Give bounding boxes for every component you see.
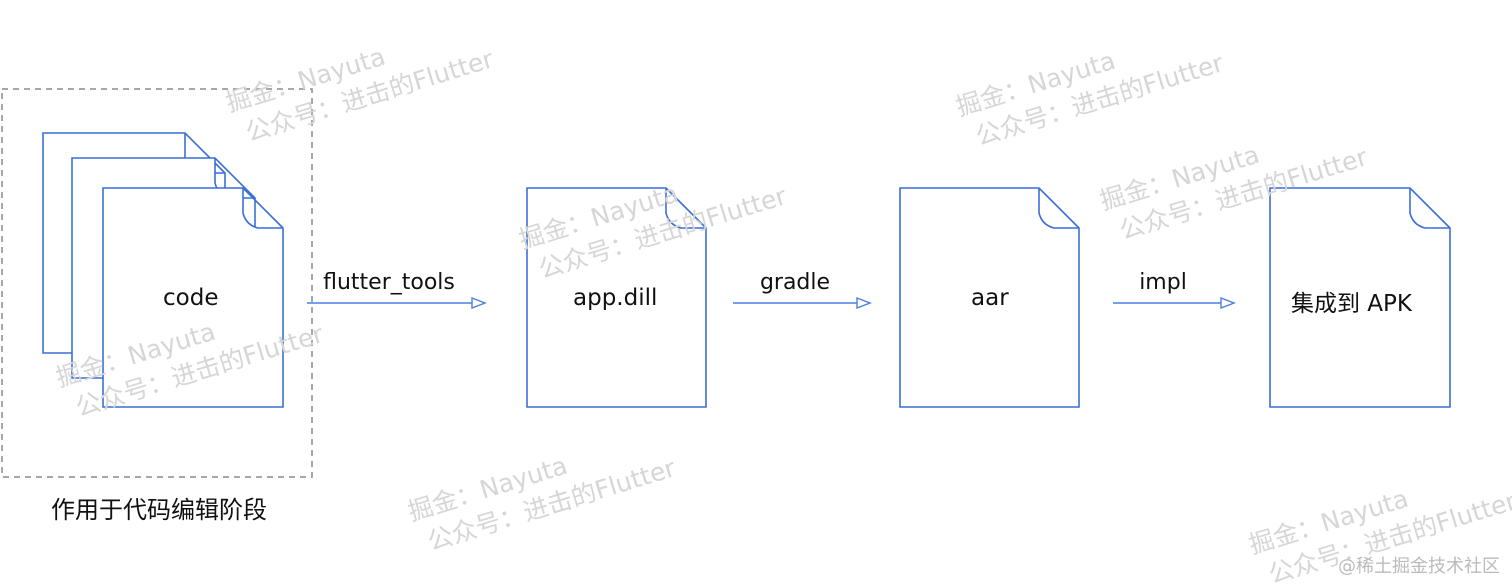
node-label-code: code	[163, 285, 219, 311]
code-doc-front	[102, 187, 284, 408]
edge-label-flutter-tools: flutter_tools	[323, 270, 455, 295]
aar-doc	[899, 187, 1080, 408]
stage-group-border	[1, 88, 313, 478]
arrow-gradle	[733, 296, 872, 310]
node-label-aar: aar	[971, 285, 1009, 311]
arrow-flutter-tools	[307, 296, 487, 310]
edge-label-gradle: gradle	[759, 270, 831, 295]
edge-label-impl: impl	[1139, 270, 1187, 295]
node-label-app-dill: app.dill	[573, 285, 658, 311]
arrow-impl	[1113, 296, 1236, 310]
node-label-apk: 集成到 APK	[1291, 291, 1412, 317]
apk-doc	[1269, 187, 1451, 408]
app-dill-doc	[526, 187, 707, 408]
stage-group-caption: 作用于代码编辑阶段	[51, 496, 267, 524]
site-watermark: @稀土掘金技术社区	[1338, 556, 1500, 577]
